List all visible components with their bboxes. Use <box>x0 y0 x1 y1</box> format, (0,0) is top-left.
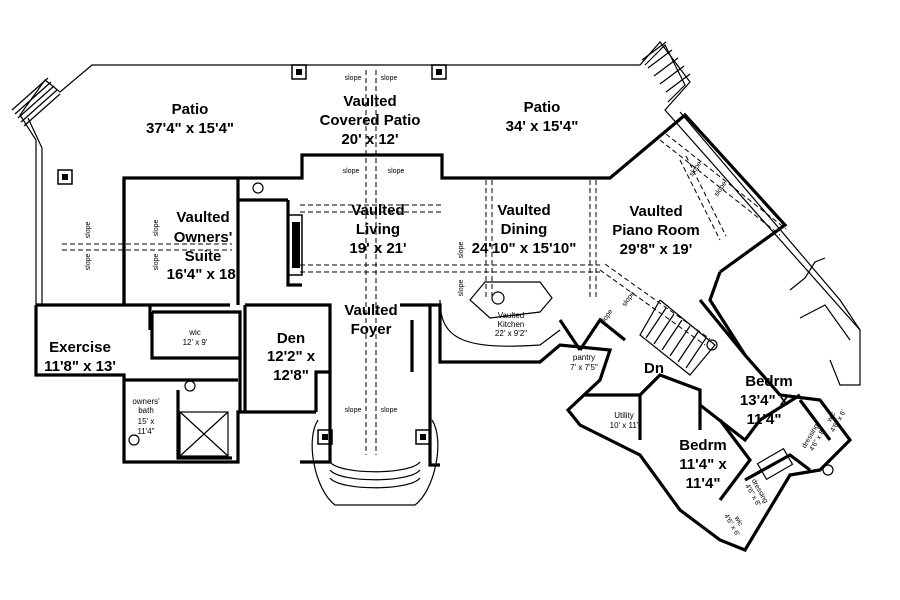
slope-label: slope <box>85 222 92 239</box>
slope-label: slope <box>153 220 160 237</box>
patio-left-size: 37'4" x 15'4" <box>146 120 234 137</box>
owners-bath-line3: 15' x <box>138 417 155 426</box>
wic-lower: wic 4'6" x 6' <box>722 513 744 537</box>
den-size1: 12'2" x <box>267 348 316 365</box>
front-entry <box>311 419 439 506</box>
piano-room-prefix: Vaulted <box>629 203 682 220</box>
slope-label: slope <box>381 407 398 414</box>
bedroom-upper-size1: 13'4" x <box>740 392 789 409</box>
exercise-size: 11'8" x 13' <box>44 358 116 375</box>
kitchen-name: Kitchen <box>498 320 525 329</box>
patio-outlines <box>11 41 861 386</box>
slope-label: slope <box>345 75 362 82</box>
patio-post-inner <box>62 174 68 180</box>
patio-post-inner <box>296 69 302 75</box>
bedroom-lower-name: Bedrm <box>679 437 727 454</box>
kitchen-prefix: Vaulted <box>498 311 525 320</box>
bedroom-lower-size1: 11'4" x <box>679 456 727 473</box>
slope-label: slope <box>599 308 614 326</box>
bath-fixtures <box>128 182 834 481</box>
utility-size: 10' x 11' <box>610 421 639 430</box>
bedroom-upper-name: Bedrm <box>745 373 793 390</box>
patio-post-inner <box>436 69 442 75</box>
foyer-prefix: Vaulted <box>344 302 397 319</box>
owners-suite-prefix: Vaulted <box>176 209 229 226</box>
dining-prefix: Vaulted <box>497 202 550 219</box>
slope-label: slope <box>381 75 398 82</box>
wic-name: wic <box>188 328 201 337</box>
owners-suite-name2: Suite <box>185 248 222 265</box>
slope-label: slope <box>153 254 160 271</box>
patio-right-size: 34' x 15'4" <box>506 118 579 135</box>
covered-patio-name: Covered Patio <box>320 112 421 129</box>
covered-patio-prefix: Vaulted <box>343 93 396 110</box>
patio-post <box>431 64 447 80</box>
kitchen-island <box>439 281 561 347</box>
slope-label: slope <box>343 168 360 175</box>
foyer-name: Foyer <box>351 321 392 338</box>
piano-room-name: Piano Room <box>612 222 700 239</box>
wic-lower-name: wic <box>732 514 744 528</box>
den-name: Den <box>277 330 305 347</box>
slope-label: slope <box>621 290 636 308</box>
dressing-upper: dressing 4'6" x 8' <box>801 423 827 453</box>
exterior-walls <box>34 112 853 552</box>
piano-room-size: 29'8" x 19' <box>620 241 693 258</box>
stairs <box>639 299 716 376</box>
dining-size: 24'10" x 15'10" <box>472 240 577 257</box>
owners-suite-size: 16'4" x 18' <box>167 266 240 283</box>
wic-size: 12' x 9' <box>183 338 208 347</box>
bedroom-lower-size2: 11'4" <box>686 475 721 492</box>
stair-down-label: Dn <box>644 360 664 377</box>
left-patio-steps <box>11 77 61 127</box>
owners-bath-line4: 11'4" <box>137 427 154 436</box>
owners-bath-line1: owners' <box>132 397 160 406</box>
slope-annotations: slope slope slope slope slope slope slop… <box>85 75 728 414</box>
den-size2: 12'8" <box>273 367 309 384</box>
pantry-size: 7' x 7'5" <box>570 363 598 372</box>
bedroom-upper-size2: 11'4" <box>747 411 782 428</box>
living-size: 19' x 21' <box>349 240 406 257</box>
slope-label: slope <box>688 160 703 178</box>
fireplace <box>287 214 303 276</box>
wic-upper-name: wic <box>826 411 838 425</box>
slope-label: slope <box>388 168 405 175</box>
pantry-name: pantry <box>573 353 595 362</box>
patio-right-name: Patio <box>524 99 561 116</box>
slope-label: slope <box>345 407 362 414</box>
right-patio-steps <box>641 41 691 93</box>
living-prefix: Vaulted <box>351 202 404 219</box>
dashed-beams <box>62 70 787 455</box>
slope-label: slope <box>458 242 465 259</box>
owners-bath-line2: bath <box>138 406 154 415</box>
slope-label: slope <box>85 254 92 271</box>
slope-label: slope <box>458 280 465 297</box>
slope-label: slope <box>713 180 728 198</box>
exercise-name: Exercise <box>49 339 111 356</box>
utility-name: Utility <box>614 411 634 420</box>
owners-suite-name1: Owners' <box>174 229 233 246</box>
dining-name: Dining <box>501 221 548 238</box>
dressing-lower: dressing 4'6" x 8' <box>743 478 769 507</box>
kitchen-size: 22' x 9'2" <box>495 329 527 338</box>
covered-patio-size: 20' x 12' <box>341 131 398 148</box>
room-labels: Patio 37'4" x 15'4" Vaulted Covered Pati… <box>44 93 848 537</box>
patio-post <box>57 169 73 185</box>
patio-left-name: Patio <box>172 101 209 118</box>
patio-post <box>291 64 307 80</box>
interior-walls <box>122 178 832 501</box>
living-name: Living <box>356 221 400 238</box>
